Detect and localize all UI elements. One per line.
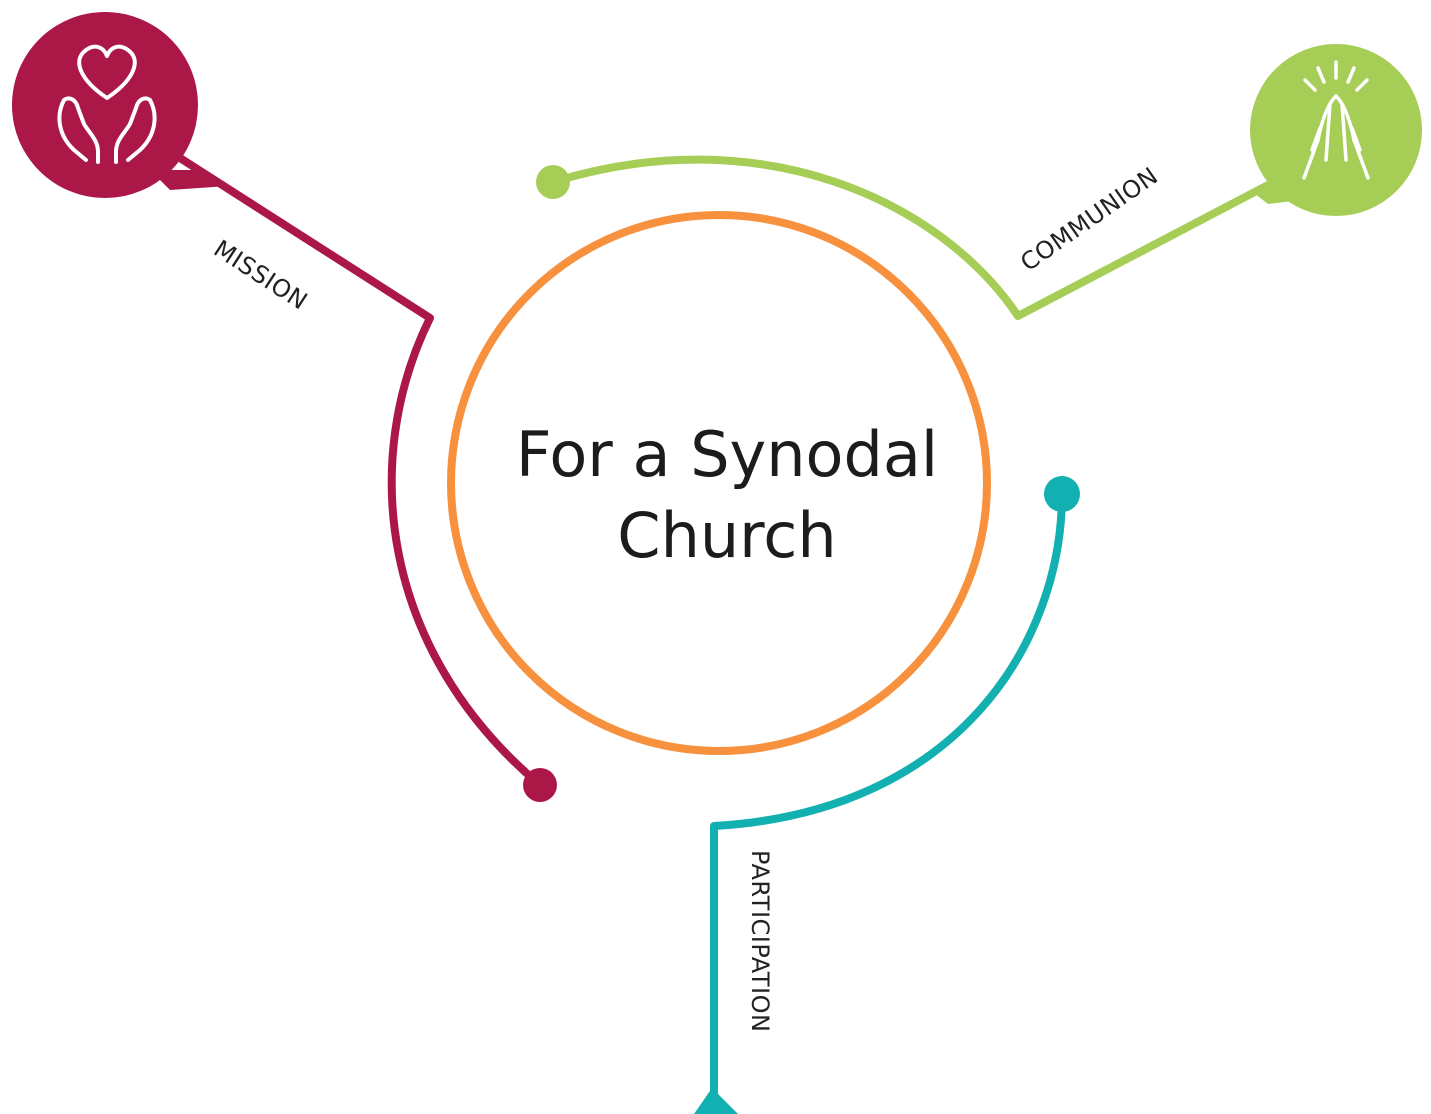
communion-endpoint-dot <box>536 165 570 199</box>
participation-branch: PARTICIPATION <box>694 476 1080 1114</box>
communion-bubble <box>1250 44 1422 216</box>
center-ring <box>447 211 991 755</box>
mission-bubble <box>12 12 198 198</box>
mission-bubble-tail <box>150 170 228 190</box>
diagram-title-line-2: Church <box>617 499 836 572</box>
communion-branch: COMMUNION <box>536 44 1422 320</box>
communion-bubble-tail <box>1250 180 1318 204</box>
participation-bubble-top <box>694 1088 738 1114</box>
mission-branch: MISSION <box>12 12 557 802</box>
mission-label: MISSION <box>209 235 313 316</box>
participation-label: PARTICIPATION <box>746 850 774 1032</box>
participation-connector-line <box>710 490 1066 1104</box>
mission-connector-line <box>176 154 544 789</box>
communion-connector-line <box>549 155 1272 320</box>
diagram-title-line-1: For a Synodal <box>516 418 938 491</box>
praying-hands-icon <box>1302 60 1370 180</box>
participation-endpoint-dot <box>1044 476 1080 512</box>
communion-label: COMMUNION <box>1015 162 1163 277</box>
mission-endpoint-dot <box>523 768 557 802</box>
heart-in-hands-icon <box>57 44 157 164</box>
